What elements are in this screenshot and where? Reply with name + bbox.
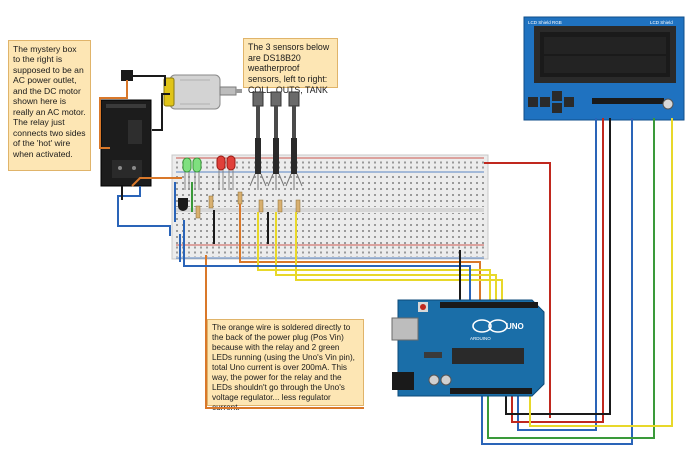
sensor-coll xyxy=(249,91,267,190)
sensor-tank xyxy=(285,91,303,190)
orange-wire-note: The orange wire is soldered directly to … xyxy=(207,319,364,412)
dc-motor xyxy=(163,74,242,110)
lcd-arduino-wires xyxy=(481,118,673,445)
breadboard-arduino-wires xyxy=(179,162,551,418)
transistor xyxy=(178,198,188,211)
green-led-1 xyxy=(182,157,192,190)
screw-terminal-block xyxy=(121,70,133,81)
sensor-outs xyxy=(267,91,285,190)
mystery-box-note: The mystery box to the right is supposed… xyxy=(8,40,91,171)
lcd-shield: LCD Shield RGB LCD Shield xyxy=(523,16,685,121)
lcd-right-label: LCD Shield xyxy=(650,20,673,25)
arduino-brand-label: ARDUINO xyxy=(470,336,491,341)
red-led-1 xyxy=(216,155,226,190)
arduino-uno: UNO ARDUINO xyxy=(391,299,545,397)
relay-module xyxy=(100,99,152,187)
sensors-note: The 3 sensors below are DS18B20 weatherp… xyxy=(243,38,338,95)
arduino-model-label: UNO xyxy=(506,322,524,331)
lcd-left-label: LCD Shield RGB xyxy=(528,20,562,25)
green-led-2 xyxy=(192,157,202,190)
motor-relay-wires xyxy=(99,75,193,236)
red-led-2 xyxy=(226,155,236,190)
resistors xyxy=(195,191,301,219)
breadboard xyxy=(171,154,489,260)
